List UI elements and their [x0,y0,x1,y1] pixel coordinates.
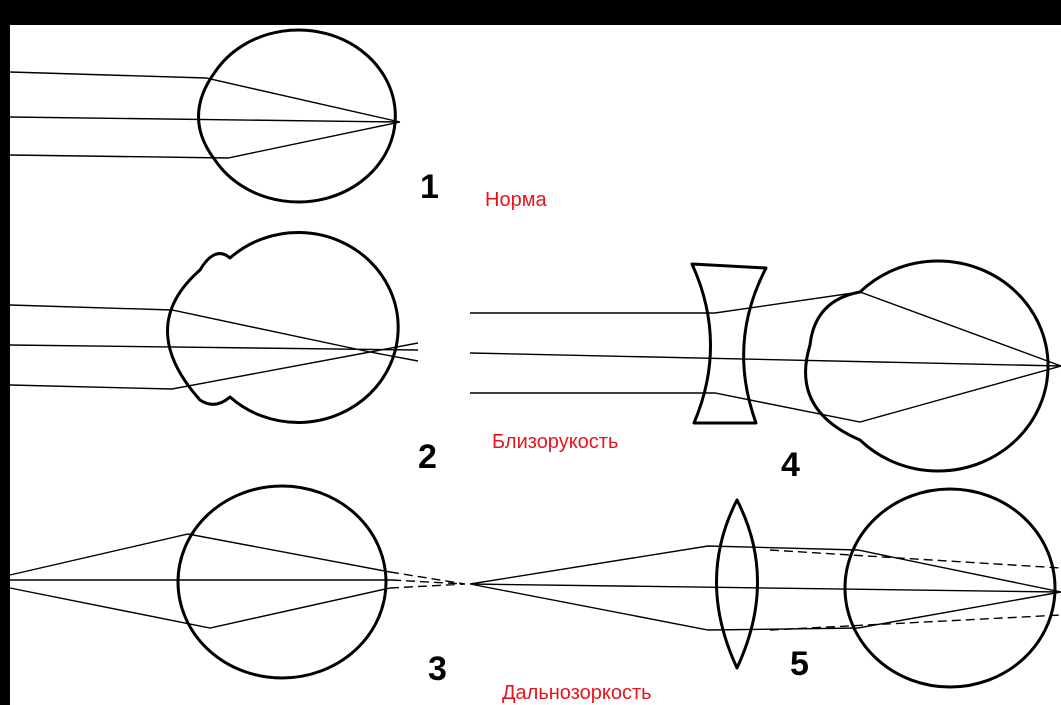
corrected-myopia-rays [469,291,1061,423]
concave-lens [690,262,768,425]
myopic-eye-group [9,231,419,424]
diagram-panel [10,25,1061,705]
panel-number-4: 4 [781,446,800,484]
panel-number-5: 5 [790,645,809,683]
hyperopic-eye-rays [9,533,392,629]
convex-lens [715,498,759,670]
hyperopic-eye-ball [176,484,388,680]
normal-eye-group [9,28,401,204]
hyperopic-eye-group [9,484,466,680]
corrected-hyperopia-dashed-rays [769,549,1061,631]
panel-number-2: 2 [418,438,437,476]
myopic-eye-rays [9,304,419,390]
normal-eye-rays [9,71,401,159]
label-hyperopia: Дальнозоркость [502,682,652,704]
panel-number-1: 1 [420,168,439,206]
panel-number-3: 3 [428,650,447,688]
corrected-myopic-eye-ball [804,259,1050,473]
myopic-eye-ball [166,231,400,424]
normal-eye-ball [197,28,397,204]
label-normal: Норма [485,189,547,211]
hyperopic-eye-virtual-rays [389,571,466,589]
corrected-hyperopic-eye-ball [843,487,1057,689]
corrected-hyperopia-group [469,487,1061,689]
corrected-myopia-group [469,259,1061,473]
corrected-hyperopia-rays [469,545,1061,631]
label-myopia: Близорукость [492,431,618,453]
